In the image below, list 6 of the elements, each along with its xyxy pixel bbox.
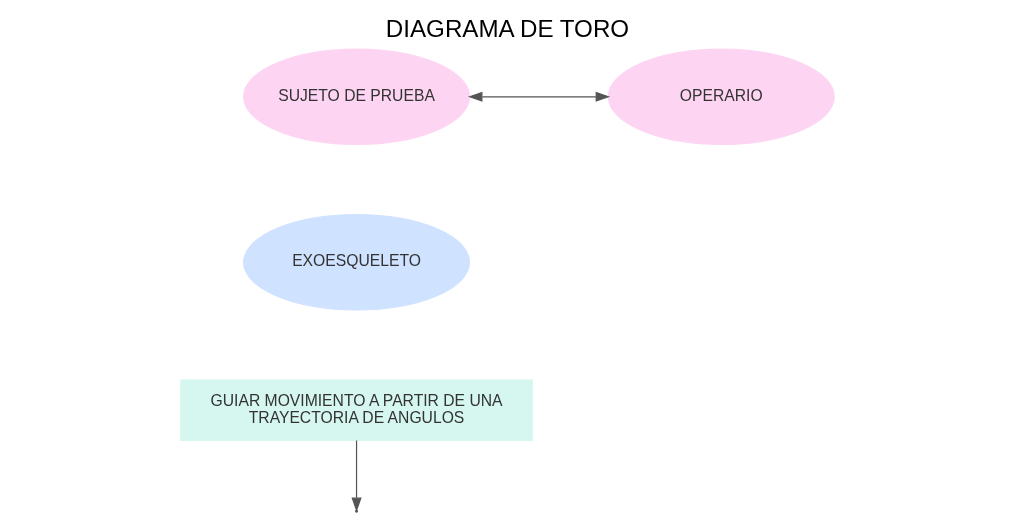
node-ellipse: SUJETO DE PRUEBA [243,48,471,146]
node-ellipse: EXOESQUELETO [243,213,471,311]
arrow [467,91,611,102]
node-ellipse: OPERARIO [607,48,835,146]
diagram-title: DIAGRAMA DE TORO [385,15,630,43]
node-box: GUIAR MOVIMIENTO A PARTIR DE UNA TRAYECTORIA DE ANGULOS [180,379,533,441]
